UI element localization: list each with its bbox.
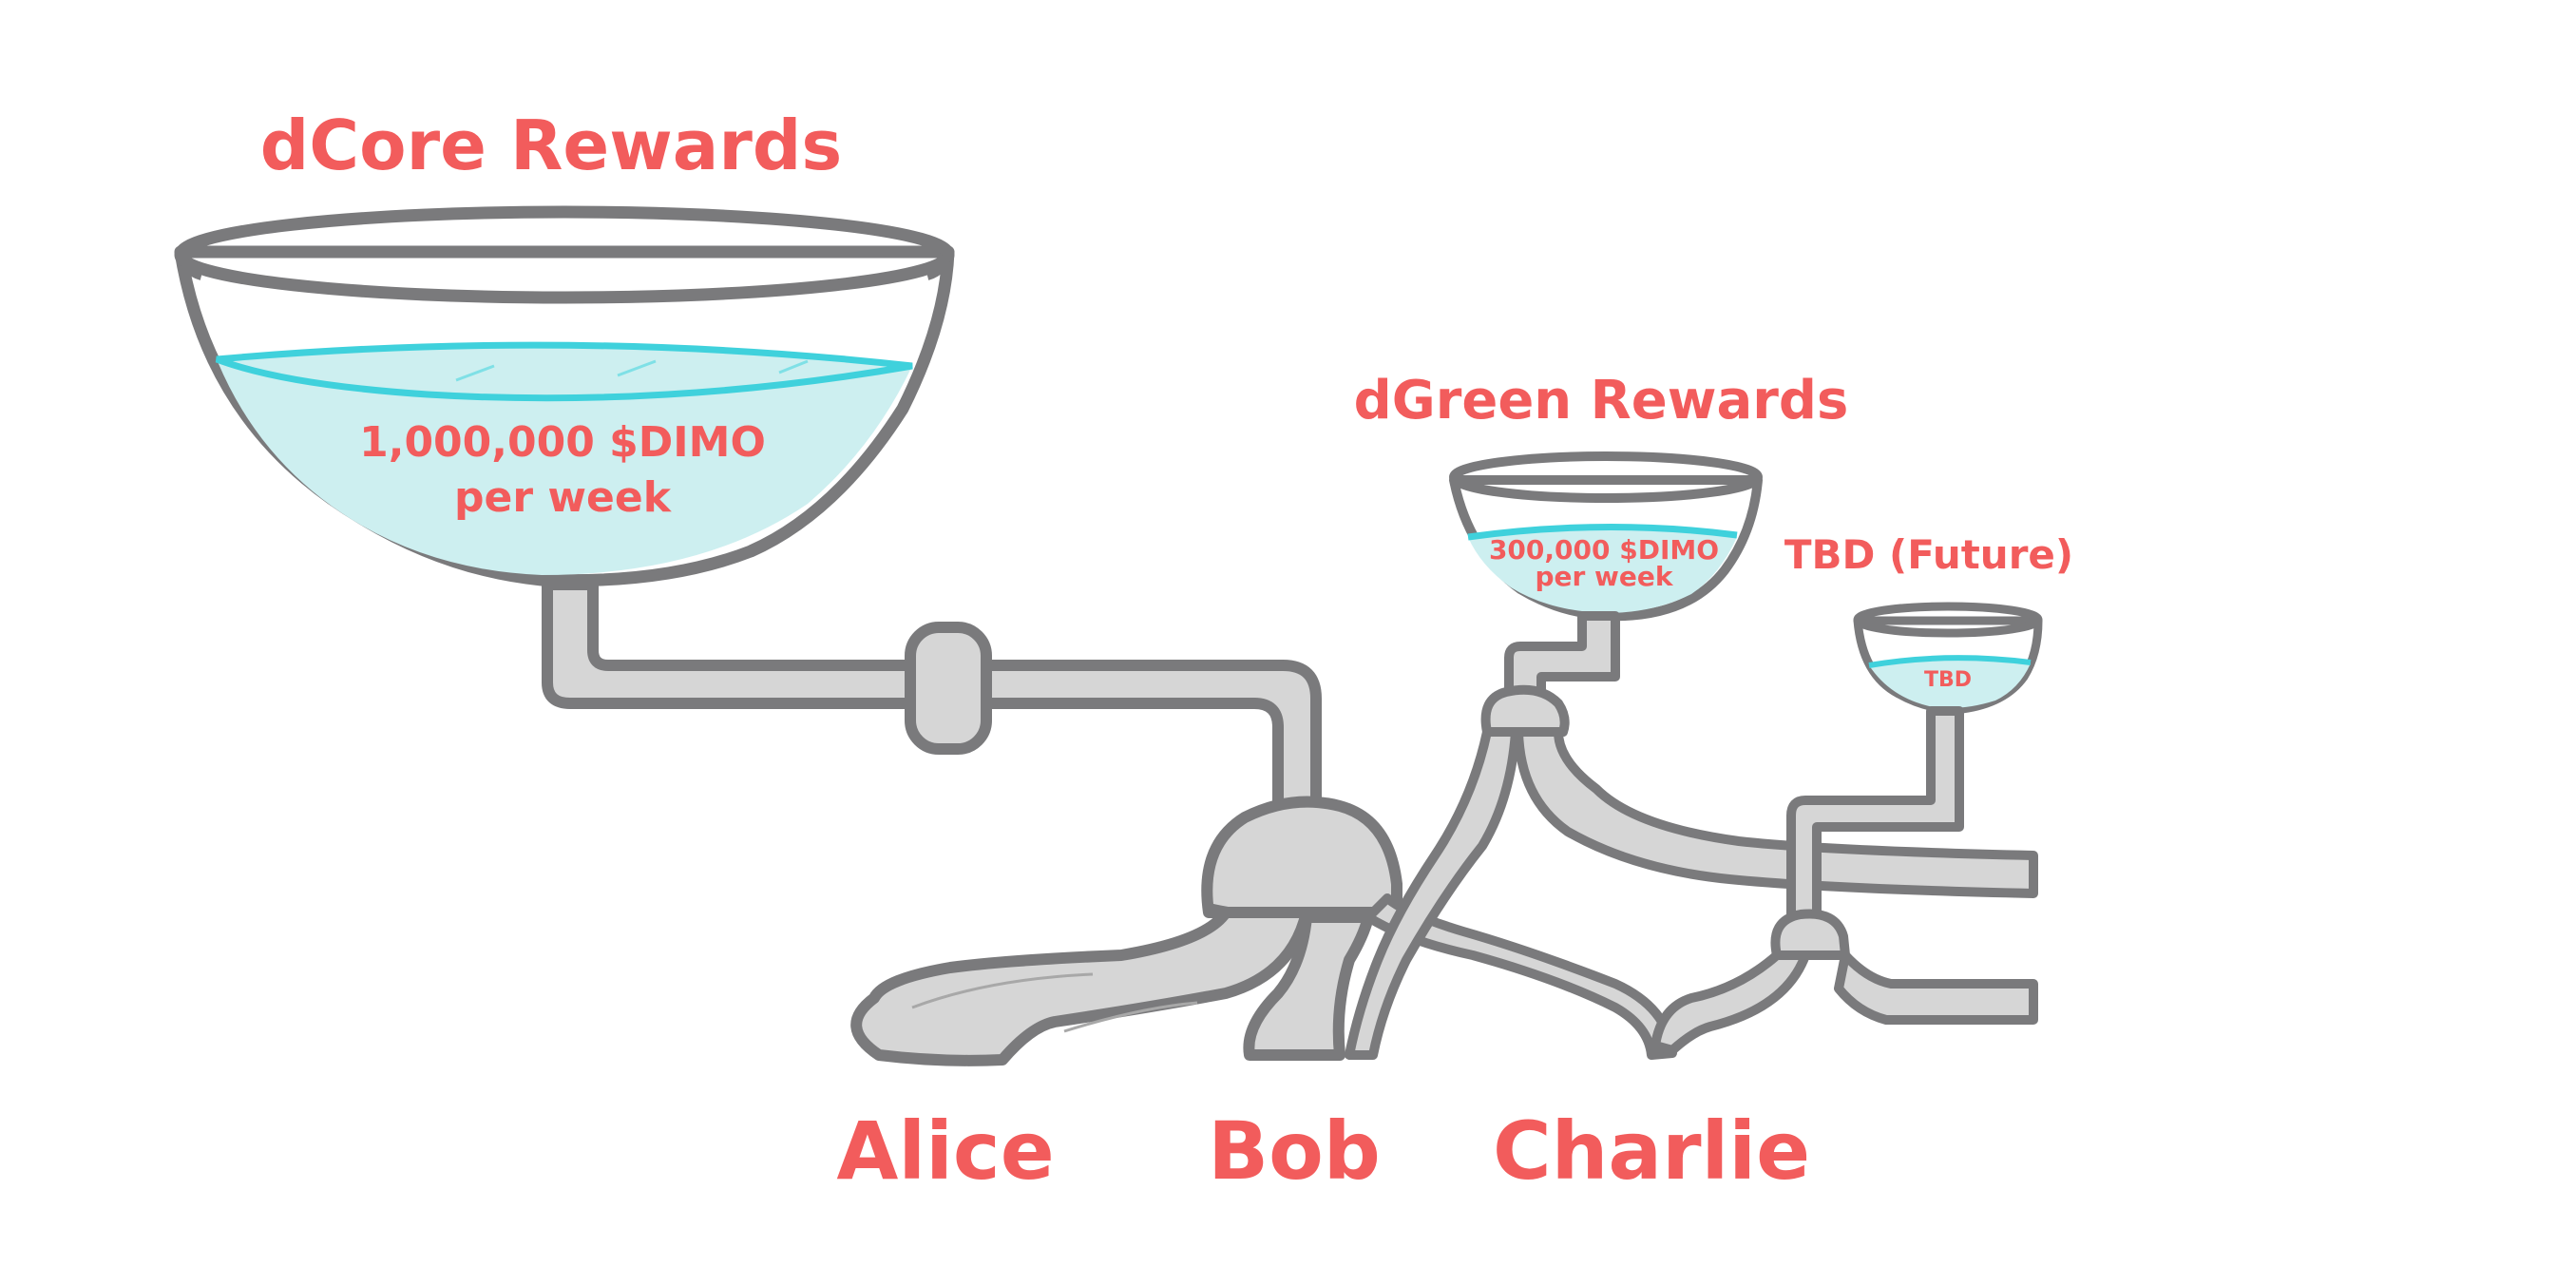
dgreen-bowl-rim: [1449, 451, 1763, 503]
dcore-pipe-coupling: [905, 622, 992, 755]
future-water-surface: [1868, 655, 2032, 668]
dgreen-main-pipe: [1514, 727, 2038, 898]
recipient-bob: Bob: [1208, 1104, 1381, 1198]
right-lower-pipe: [1834, 950, 2038, 1025]
spout-bob: [1243, 912, 1374, 1061]
future-bowl-rim: [1853, 602, 2043, 638]
future-stem: [1786, 706, 1964, 925]
dcore-bowl-lip: [176, 248, 953, 280]
dcore-water-surface: [215, 341, 913, 402]
right-valve: [1770, 909, 1850, 960]
dgreen-title: dGreen Rewards: [1354, 370, 1849, 432]
dgreen-water-surface: [1467, 523, 1738, 541]
dgreen-bowl: [1449, 451, 1763, 622]
central-valve: [1201, 796, 1402, 922]
future-amount: TBD: [1924, 668, 1972, 692]
dcore-amount-line1: 1,000,000 $DIMO: [359, 418, 766, 467]
recipient-alice: Alice: [836, 1104, 1054, 1198]
dgreen-valve: [1480, 684, 1570, 737]
dcore-bowl: [174, 205, 955, 587]
dgreen-water: [1468, 528, 1737, 613]
future-bowl: [1853, 602, 2043, 714]
dcore-title: dCore Rewards: [260, 106, 843, 185]
future-water: [1869, 659, 2031, 709]
spout-charlie: [1651, 950, 1810, 1055]
dcore-water-glint: [455, 359, 809, 382]
dgreen-stem: [1504, 611, 1620, 703]
dcore-water: [217, 347, 912, 575]
spout-alice: [850, 907, 1312, 1066]
central-valve-dome: [1201, 796, 1402, 918]
pipe-dgreen-to-bob: [1345, 727, 1520, 1060]
dcore-amount-line2: per week: [454, 473, 673, 522]
dgreen-amount-line1: 300,000 $DIMO: [1489, 534, 1719, 566]
recipient-charlie: Charlie: [1493, 1104, 1810, 1198]
spout-alice-shine: [911, 972, 1198, 1033]
dgreen-amount-line2: per week: [1535, 561, 1673, 592]
future-title: TBD (Future): [1784, 531, 2073, 578]
